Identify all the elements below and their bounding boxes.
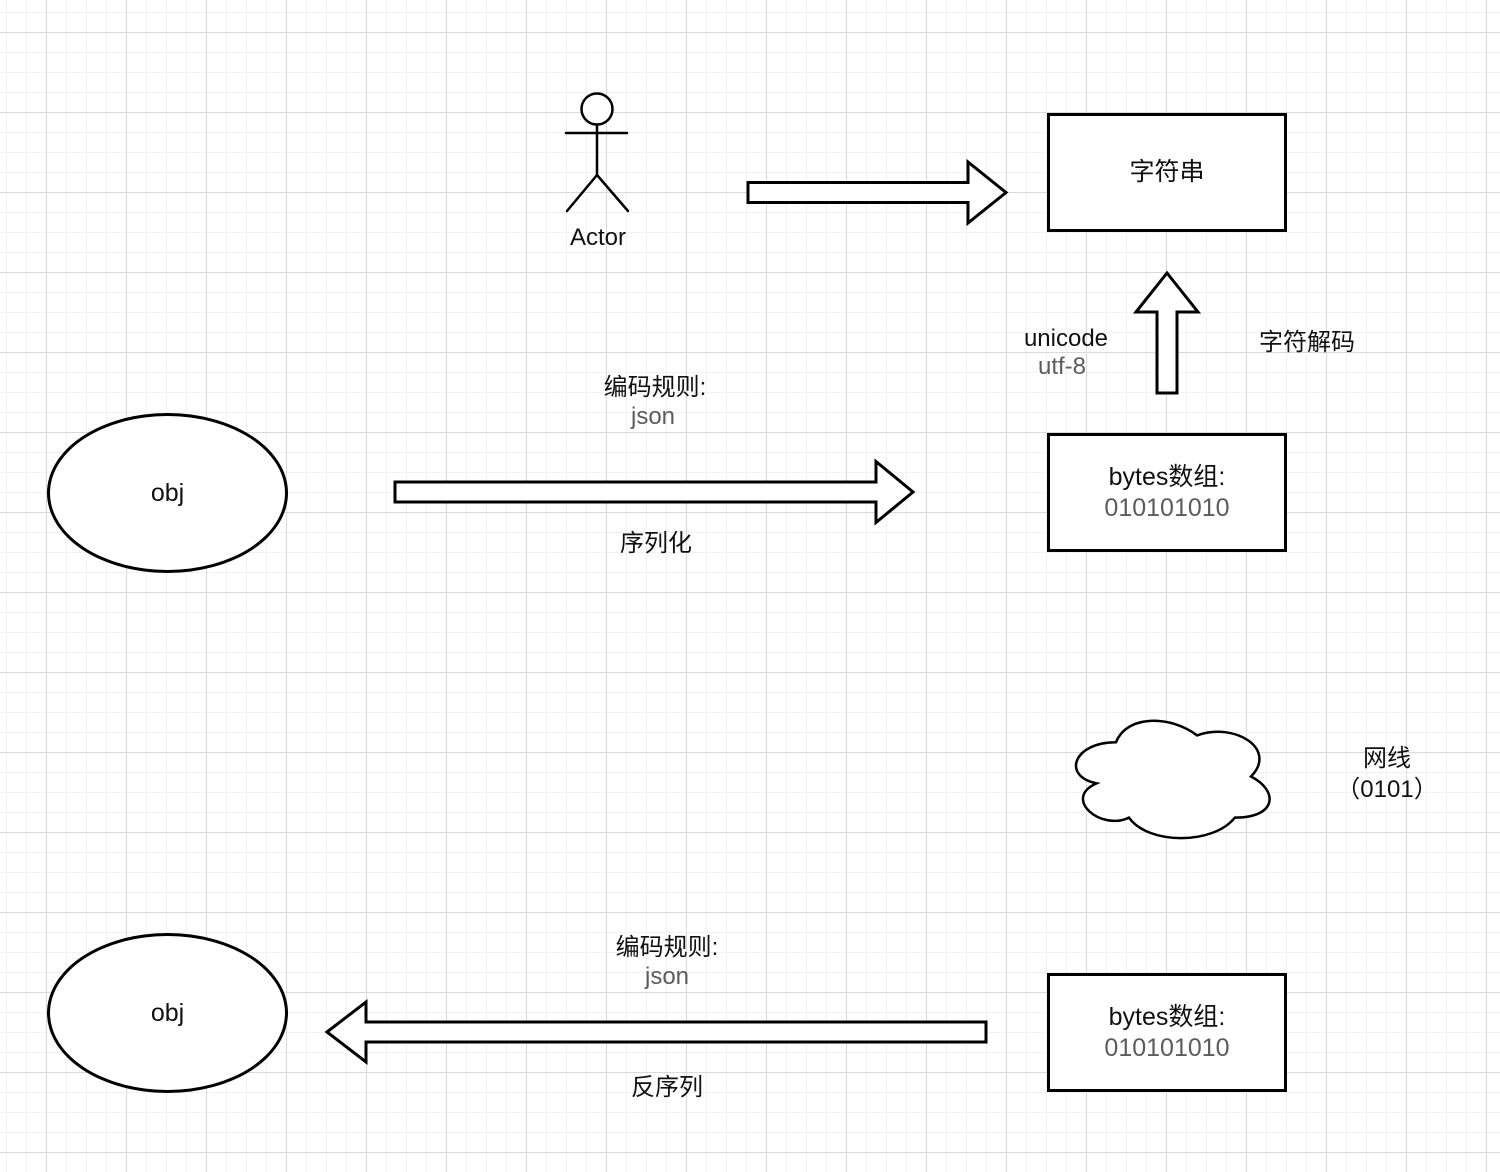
- deserialize-rule-title[interactable]: 编码规则:: [615, 934, 719, 961]
- network-label-name: 网线: [1362, 745, 1411, 772]
- bytes-box-bottom[interactable]: bytes数组: 010101010: [1047, 973, 1287, 1092]
- serialize-rule-value[interactable]: json: [630, 403, 676, 430]
- actor-figure[interactable]: [564, 92, 630, 213]
- actor-to-string-arrow[interactable]: [746, 158, 1009, 227]
- decode-charset-label[interactable]: utf-8: [1037, 353, 1087, 380]
- deserialize-rule-value[interactable]: json: [644, 963, 690, 990]
- decode-encoding-label[interactable]: unicode: [1023, 325, 1109, 352]
- network-label[interactable]: 网线 （0101）: [1336, 743, 1437, 805]
- deserialize-action-label[interactable]: 反序列: [631, 1074, 703, 1101]
- decode-up-arrow[interactable]: [1132, 270, 1202, 395]
- obj-top-label: obj: [150, 478, 185, 507]
- bytes-box-bottom-value: 010101010: [1104, 1033, 1230, 1062]
- bytes-box-top-value: 010101010: [1104, 493, 1230, 522]
- deserialize-arrow[interactable]: [324, 998, 988, 1066]
- obj-ellipse-bottom[interactable]: obj: [47, 933, 288, 1093]
- bytes-box-top[interactable]: bytes数组: 010101010: [1047, 433, 1287, 552]
- serialize-rule-title[interactable]: 编码规则:: [603, 374, 707, 401]
- bytes-box-top-title: bytes数组:: [1108, 462, 1226, 491]
- actor-head: [580, 92, 614, 126]
- decode-action-label[interactable]: 字符解码: [1259, 329, 1355, 356]
- network-label-detail: （0101）: [1336, 776, 1438, 803]
- actor-left-leg: [565, 173, 599, 213]
- string-box[interactable]: 字符串: [1047, 113, 1287, 232]
- serialize-arrow[interactable]: [393, 458, 916, 526]
- obj-ellipse-top[interactable]: obj: [47, 413, 288, 573]
- actor-label[interactable]: Actor: [569, 224, 627, 251]
- string-box-label: 字符串: [1129, 158, 1205, 186]
- actor-right-leg: [595, 173, 630, 213]
- network-cloud-shape[interactable]: [1074, 719, 1271, 840]
- obj-bottom-label: obj: [150, 998, 185, 1027]
- serialize-action-label[interactable]: 序列化: [620, 530, 692, 557]
- bytes-box-bottom-title: bytes数组:: [1108, 1002, 1226, 1031]
